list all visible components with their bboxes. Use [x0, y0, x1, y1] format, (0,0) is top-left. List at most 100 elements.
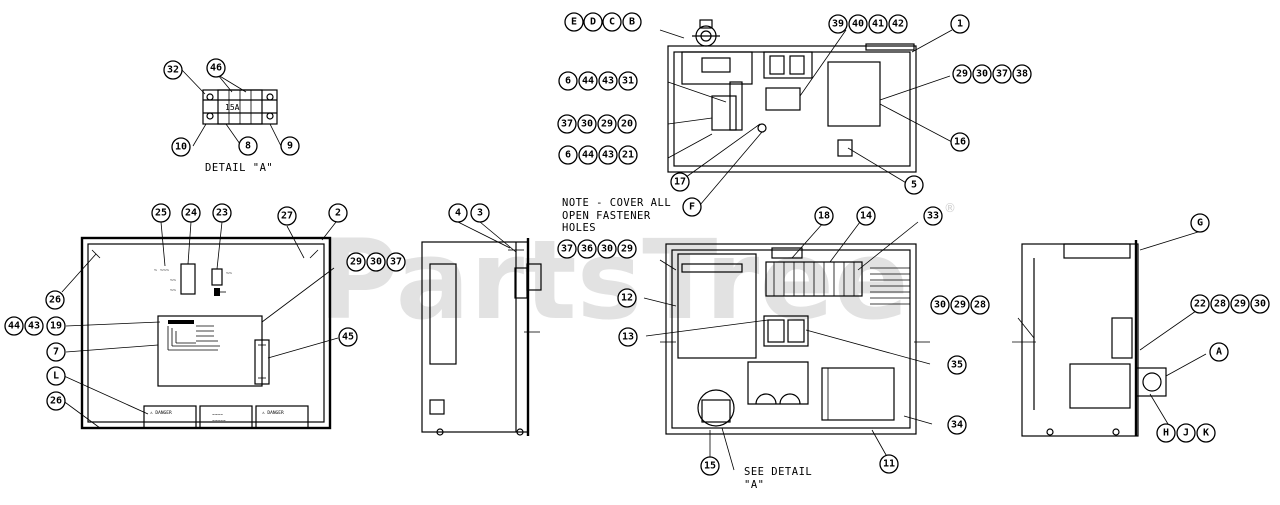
svg-text:30: 30 — [934, 300, 946, 311]
svg-text:J: J — [1183, 428, 1189, 439]
svg-text:44: 44 — [8, 321, 20, 332]
svg-text:~~~~: ~~~~ — [212, 413, 223, 418]
svg-text:45: 45 — [342, 332, 354, 343]
svg-text:F: F — [689, 202, 695, 213]
svg-text:G: G — [1197, 218, 1203, 229]
callout-J: J — [1176, 423, 1196, 443]
svg-text:12: 12 — [621, 293, 633, 304]
vent-louvers — [870, 267, 910, 305]
svg-text:~ ~~~: ~ ~~~ — [154, 268, 169, 274]
svg-text:36: 36 — [581, 244, 593, 255]
svg-text:29: 29 — [1234, 299, 1246, 310]
svg-text:⚠ DANGER: ⚠ DANGER — [262, 410, 284, 416]
callout-29a: 29 — [597, 114, 617, 134]
svg-text:21: 21 — [622, 150, 634, 161]
callout-33: 33 — [923, 206, 943, 226]
callout-7: 7 — [46, 342, 66, 362]
svg-text:L: L — [53, 371, 59, 382]
interior-front-view-drawing — [643, 221, 933, 471]
callout-28b: 28 — [1210, 294, 1230, 314]
callout-44b: 44 — [578, 145, 598, 165]
svg-text:10: 10 — [175, 142, 187, 153]
svg-text:5: 5 — [911, 180, 917, 191]
svg-text:8: 8 — [245, 141, 251, 152]
callout-39: 39 — [828, 14, 848, 34]
svg-text:B: B — [629, 17, 635, 28]
svg-text:29: 29 — [350, 257, 362, 268]
callout-E: E — [564, 12, 584, 32]
callout-38: 38 — [1012, 64, 1032, 84]
svg-text:3: 3 — [477, 208, 483, 219]
callout-22: 22 — [1190, 294, 1210, 314]
svg-text:7: 7 — [53, 347, 59, 358]
svg-text:~~: ~~ — [170, 278, 176, 284]
callout-41: 41 — [868, 14, 888, 34]
svg-text:43: 43 — [602, 150, 614, 161]
callout-26a: 26 — [45, 290, 65, 310]
callout-K: K — [1196, 423, 1216, 443]
callout-3: 3 — [470, 203, 490, 223]
callout-F: F — [682, 197, 702, 217]
svg-text:23: 23 — [216, 208, 228, 219]
note-cover-line-3: HOLES — [562, 222, 596, 234]
callout-A: A — [1209, 342, 1229, 362]
callout-28a: 28 — [970, 295, 990, 315]
svg-text:29: 29 — [621, 244, 633, 255]
callout-30d: 30 — [597, 239, 617, 259]
callout-9: 9 — [280, 136, 300, 156]
svg-text:2: 2 — [335, 208, 341, 219]
svg-text:1: 1 — [957, 19, 963, 30]
callout-46: 46 — [206, 58, 226, 78]
callout-34: 34 — [947, 415, 967, 435]
svg-text:28: 28 — [1214, 299, 1226, 310]
svg-text:26: 26 — [50, 396, 62, 407]
callouts: E D C B 39 40 41 42 1 6 44 43 31 37 30 2… — [4, 12, 1270, 476]
svg-text:9: 9 — [287, 141, 293, 152]
callout-30f: 30 — [1250, 294, 1270, 314]
callout-8: 8 — [238, 136, 258, 156]
right-side-view-drawing — [1012, 231, 1207, 437]
callout-15: 15 — [700, 456, 720, 476]
callout-29c: 29 — [346, 252, 366, 272]
callout-4: 4 — [448, 203, 468, 223]
svg-text:16: 16 — [954, 137, 966, 148]
callout-19: 19 — [46, 316, 66, 336]
note-cover-line-1: NOTE - COVER ALL — [562, 197, 671, 209]
svg-text:25: 25 — [155, 208, 167, 219]
callout-29e: 29 — [950, 295, 970, 315]
svg-text:44: 44 — [582, 150, 594, 161]
note-see-detail-line-1: SEE DETAIL — [744, 466, 812, 478]
callout-18: 18 — [814, 206, 834, 226]
left-side-view-drawing — [421, 221, 542, 436]
svg-text:30: 30 — [581, 119, 593, 130]
svg-text:6: 6 — [565, 76, 571, 87]
front-view-drawing: ~ ~~~ ~~ ~~ ~~ ⚠ DANGER ⚠ DANGER ~~~~ ~~… — [61, 221, 339, 430]
svg-text:24: 24 — [185, 208, 197, 219]
callout-29b: 29 — [952, 64, 972, 84]
callout-6b: 6 — [558, 145, 578, 165]
svg-text:29: 29 — [954, 300, 966, 311]
detail-a-fuse-label: 15A — [225, 103, 240, 112]
callout-G: G — [1190, 213, 1210, 233]
svg-text:H: H — [1163, 428, 1169, 439]
callout-13: 13 — [618, 327, 638, 347]
callout-25: 25 — [151, 203, 171, 223]
svg-text:34: 34 — [951, 420, 963, 431]
callout-37d: 37 — [557, 239, 577, 259]
callout-17: 17 — [670, 172, 690, 192]
svg-text:29: 29 — [601, 119, 613, 130]
detail-a-drawing: 15A DETAIL "A" — [181, 69, 282, 174]
svg-text:E: E — [571, 17, 577, 28]
svg-text:~~~~~: ~~~~~ — [212, 419, 226, 424]
callout-B: B — [622, 12, 642, 32]
svg-text:29: 29 — [956, 69, 968, 80]
svg-text:30: 30 — [976, 69, 988, 80]
svg-text:4: 4 — [455, 208, 461, 219]
svg-text:17: 17 — [674, 177, 686, 188]
svg-text:15: 15 — [704, 461, 716, 472]
callout-10: 10 — [171, 137, 191, 157]
svg-text:30: 30 — [601, 244, 613, 255]
svg-text:30: 30 — [1254, 299, 1266, 310]
svg-text:~~: ~~ — [226, 271, 232, 277]
detail-a-title: DETAIL "A" — [205, 162, 273, 174]
